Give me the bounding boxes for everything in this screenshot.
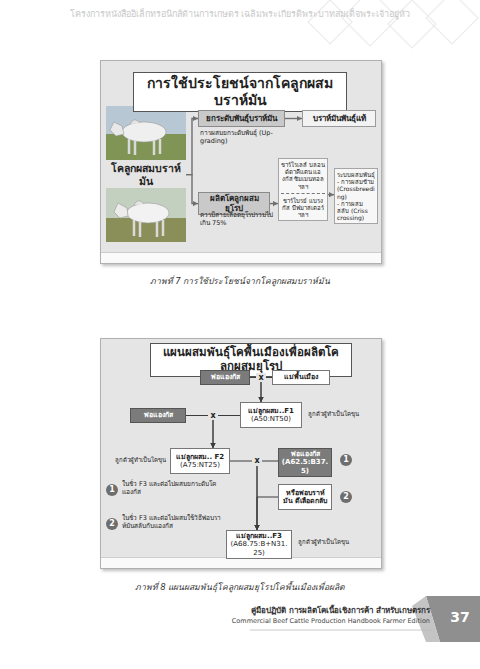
connector-line	[257, 461, 278, 530]
diamond-pattern	[308, 0, 478, 48]
crossbred-dam-box: แม่ลูกผสม.. F2(A75:NT25)	[170, 448, 230, 474]
node-text: แม่ลูกผสม.. F2	[176, 453, 224, 461]
cow-legs	[129, 139, 160, 155]
system-box: ระบบผสมพันธุ์- การผสมข้าม (Crossbreeding…	[334, 168, 378, 224]
node-text: พ่อแองกัส	[211, 373, 240, 381]
offspring-note: ลูกตัวผู้ทำเป็นโคขุน	[102, 456, 166, 463]
callout-number: 2	[340, 491, 352, 503]
offspring-note: ลูกตัวผู้ทำเป็นโคขุน	[308, 410, 374, 417]
node-text: (A68.75:B+N31.25)	[229, 540, 289, 557]
sire-option-box: หรือพ่อบราห์มัน ตีเลือดกลับ	[278, 484, 332, 510]
cross-sign: x	[208, 411, 217, 421]
cross-sign: x	[256, 373, 265, 383]
node-text: (A50:NT50)	[251, 415, 291, 423]
subject-label-box: โคลูกผสมบราห์มัน	[106, 162, 186, 187]
node-text: (A62.5:B37.5)	[281, 458, 329, 475]
crossbred-dam-box: แม่ลูกผสม..F3(A68.75:B+N31.25)	[226, 530, 292, 559]
footer-title: คู่มือปฏิบัติ การผลิตโคเนื้อเชิงการค้า ส…	[130, 606, 430, 616]
note-text: ควรมีสายเลือดยุโรปรวมไม่เกิน 75%	[200, 212, 274, 228]
node-text: ผลิตโคลูกผสมยุโรป	[202, 194, 266, 213]
connector	[230, 461, 260, 530]
connector-line	[257, 497, 278, 530]
slide-strip	[101, 252, 381, 263]
diamond	[426, 0, 478, 44]
cow-hump	[130, 120, 140, 124]
title-box: การใช้ประโยชน์จากโคลูกผสมบราห์มัน	[133, 72, 347, 112]
sire-box: พ่อแองกัส	[130, 408, 186, 423]
cattle-photo	[106, 188, 186, 242]
header-watermark: โครงการหนังสืออิเล็กทรอนิกส์ด้านการเกษตร…	[0, 9, 480, 20]
connector	[186, 116, 198, 175]
cross-sign: x	[252, 456, 261, 466]
node-text: (A75:NT25)	[180, 461, 220, 469]
node-text: ชาร์โรเลส์ บลอนด์ดาคีแตน แองกัส ซิมเมนทอ…	[281, 161, 325, 190]
figure-caption: ภาพที่ 7 การใช้ประโยชน์จากโคลูกผสมบราห์ม…	[100, 276, 380, 286]
node-text: หรือพ่อบราห์มัน ตีเลือดกลับ	[281, 489, 329, 506]
callout-number: 1	[106, 484, 118, 496]
node-text: แม่พื้นเมือง	[284, 373, 318, 381]
connector-line	[230, 461, 257, 530]
cow-head	[114, 203, 128, 218]
page-number: 37	[440, 609, 480, 626]
node-text: แม่ลูกผสม..F3	[236, 532, 282, 540]
node-text: โคลูกผสมบราห์มัน	[107, 162, 185, 187]
cow-hump	[134, 201, 144, 205]
sire-box: พ่อแองกัส(A62.5:B37.5)	[278, 448, 332, 477]
cow-head	[110, 122, 124, 136]
callout-number: 2	[106, 518, 118, 530]
offspring-note: ลูกตัวผู้ทำเป็นโคขุน	[298, 538, 364, 545]
note-text: การผสมยกระดับพันธุ์ (Up-grading)	[200, 130, 290, 146]
connector	[254, 497, 278, 530]
cattle-photo	[106, 106, 186, 160]
node-text: แม่ลูกผสม..F1	[248, 407, 294, 415]
cow-legs	[134, 220, 163, 237]
node-text: - การผสมข้าม (Crossbreeding)	[337, 178, 375, 200]
node-text: พ่อแองกัส	[291, 450, 320, 458]
connector-line	[186, 416, 213, 449]
connector	[186, 416, 216, 449]
connector	[254, 461, 278, 530]
dam-box: แม่พื้นเมือง	[272, 370, 330, 385]
connector-line	[186, 175, 198, 204]
result-box: บราห์มันพันธุ์แท้	[302, 110, 376, 127]
diamond	[388, 0, 436, 48]
node-text: การใช้ประโยชน์จากโคลูกผสมบราห์มัน	[140, 75, 340, 109]
node-text: พ่อแองกัส	[144, 411, 173, 419]
footer-rule	[250, 630, 432, 631]
figure-caption: ภาพที่ 8 แผนผสมพันธุ์โคลูกผสมยุโรปโคพื้น…	[100, 582, 380, 592]
footer-subtitle: Commercial Beef Cattle Production Handbo…	[130, 618, 430, 626]
node-text: ยกระดับพันธุ์บราห์มัน	[206, 114, 277, 124]
process-box: ยกระดับพันธุ์บราห์มัน	[198, 110, 285, 127]
photo-sky	[106, 188, 186, 242]
note-text: ในชั่ว F3 และต่อไปผสมใช้วิธีพ่อบราห์มันส…	[122, 515, 222, 531]
note-text: ในชั่ว F3 และต่อไปผสมยกระดับโคแองกัส	[122, 481, 216, 497]
node-text: ชาร์โบรย์ แบรงกัส บีฟมาสเตอร์ ฯลฯ	[281, 193, 325, 219]
connector	[270, 201, 278, 206]
connector	[285, 116, 302, 121]
connector-line	[213, 416, 240, 449]
sire-box: พ่อแองกัส	[200, 370, 250, 385]
node-text: - การผสมสลับ (Criss crossing)	[337, 200, 375, 222]
connector	[186, 175, 198, 207]
connector-line	[186, 119, 198, 175]
callout-number: 1	[340, 454, 352, 466]
crossbred-dam-box: แม่ลูกผสม..F1(A50:NT50)	[240, 402, 302, 428]
node-text: ระบบผสมพันธุ์	[337, 171, 375, 178]
breed-list-box: ชาร์โรเลส์ บลอนด์ดาคีแตน แองกัส ซิมเมนทอ…	[278, 158, 328, 221]
photo-sky	[106, 106, 186, 160]
node-text: บราห์มันพันธุ์แท้	[313, 114, 366, 124]
connector	[210, 416, 240, 449]
